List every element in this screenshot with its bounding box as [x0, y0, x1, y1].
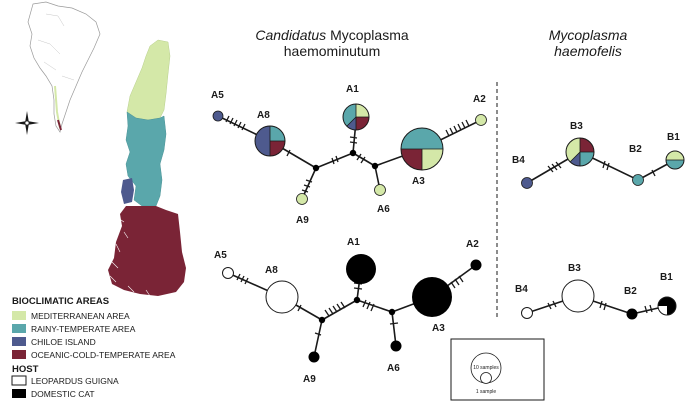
label-a1-bottom: A1	[347, 237, 360, 248]
chile-bioclimatic-map	[108, 39, 186, 297]
domestic-cat-swatch	[12, 389, 26, 398]
title-candidatus-line2: haemominutum	[284, 43, 381, 59]
label-a1: A1	[346, 84, 359, 95]
label-b3-top: B3	[570, 121, 583, 132]
chiloe-label: CHILOE ISLAND	[31, 337, 96, 347]
label-a3: A3	[412, 176, 425, 187]
leopardus-swatch	[11, 375, 27, 386]
mutation-ticks-bottom-left	[236, 273, 464, 336]
pie-b1-host	[657, 296, 677, 316]
title-haemofelis-line2: haemofelis	[554, 43, 622, 59]
network-haemominutum-bioclimatic: A5 A8 A1 A2 A3 A6 A9	[211, 84, 487, 226]
label-b2-bottom: B2	[624, 286, 637, 297]
label-b4-top: B4	[512, 155, 525, 166]
mediterranean-swatch	[12, 311, 26, 320]
mutation-ticks-top-left	[225, 115, 470, 193]
size-legend-small-label: 1 sample	[476, 389, 497, 395]
label-a8: A8	[257, 110, 270, 121]
host-legend-title: HOST	[12, 364, 39, 375]
south-america-inset-map	[27, 1, 101, 133]
legend: BIOCLIMATIC AREAS MEDITERRANEAN AREA RAI…	[11, 296, 176, 399]
pie-a8	[254, 125, 286, 157]
rainy-temperate-swatch	[12, 324, 26, 333]
label-a5: A5	[211, 90, 224, 101]
network-haemominutum-host: A5 A8 A1 A2 A3 A6 A9	[214, 237, 482, 385]
rainy-temperate-label: RAINY-TEMPERATE AREA	[31, 324, 136, 334]
pie-a3	[400, 127, 444, 171]
size-legend-large-label: 10 samples	[473, 365, 499, 371]
node-size-legend: 10 samples 1 sample	[450, 338, 545, 401]
leopardus-label: LEOPARDUS GUIGNA	[31, 376, 119, 386]
pie-b3	[565, 137, 595, 167]
title-candidatus-line1: Candidatus Mycoplasma	[255, 27, 409, 43]
label-a9-bottom: A9	[303, 374, 316, 385]
network-haemofelis-host: B4 B3 B2 B1	[515, 263, 677, 320]
label-a9: A9	[296, 215, 309, 226]
label-b2-top: B2	[629, 144, 642, 155]
oceanic-swatch	[12, 350, 26, 359]
label-a8-bottom: A8	[265, 265, 278, 276]
label-b1-top: B1	[667, 132, 680, 143]
label-b3-bottom: B3	[568, 263, 581, 274]
title-haemofelis-line1: Mycoplasma	[549, 27, 628, 43]
pie-a1	[342, 103, 370, 131]
oceanic-label: OCEANIC-COLD-TEMPERATE AREA	[31, 350, 176, 360]
domestic-cat-label: DOMESTIC CAT	[31, 389, 95, 399]
chiloe-swatch	[12, 337, 26, 346]
label-a6-bottom: A6	[387, 363, 400, 374]
label-a2: A2	[473, 94, 486, 105]
mediterranean-label: MEDITERRANEAN AREA	[31, 311, 130, 321]
label-b4-bottom: B4	[515, 284, 528, 295]
pie-b1	[665, 150, 685, 170]
bioclimatic-legend-title: BIOCLIMATIC AREAS	[12, 296, 109, 307]
network-haemofelis-bioclimatic: B4 B3 B2 B1	[512, 121, 685, 189]
label-a2-bottom: A2	[466, 239, 479, 250]
label-b1-bottom: B1	[660, 272, 673, 283]
label-a5-bottom: A5	[214, 250, 227, 261]
label-a6: A6	[377, 204, 390, 215]
compass-rose	[15, 111, 39, 135]
label-a3-bottom: A3	[432, 323, 445, 334]
